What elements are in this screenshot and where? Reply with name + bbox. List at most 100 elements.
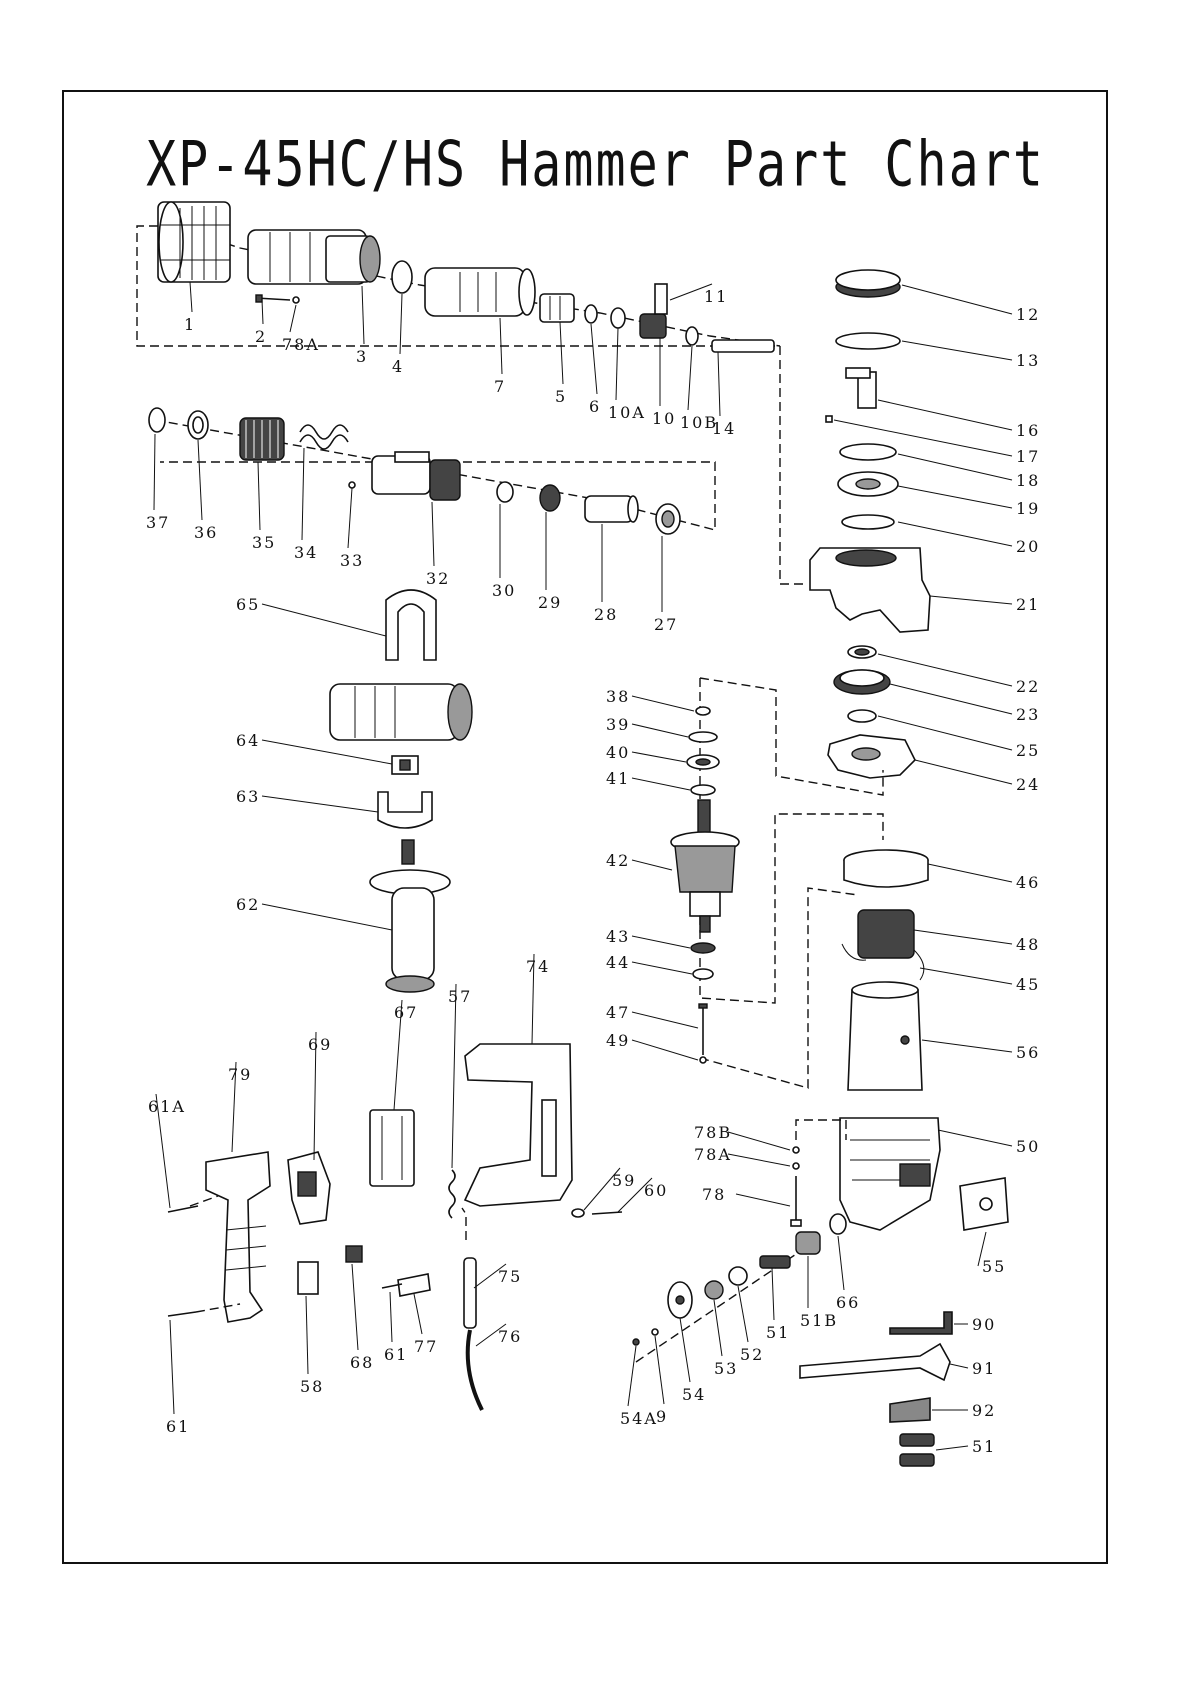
part-19-bearing [838,472,898,496]
part-label: 27 [654,615,678,634]
part-59-washer [572,1209,584,1217]
part-52-ring [729,1267,747,1285]
leader-line [262,796,378,812]
part-label: 40 [606,743,630,762]
part-label: 67 [394,1003,418,1022]
part-label: 60 [644,1181,668,1200]
part-12-cap [836,270,900,297]
part-16-crank [846,368,876,408]
part-23-gear [834,670,890,694]
leader-line [616,328,618,400]
leader-line [560,322,563,384]
part-18-circlip [840,444,896,460]
leader-line [928,864,1012,882]
leader-line [258,462,260,530]
part-92-drift [890,1398,930,1422]
leader-line [262,300,263,324]
part-7-tube [425,268,535,316]
leader-line [738,1286,748,1342]
part-33-ball [349,482,355,488]
part-50-gear-case [840,1118,940,1230]
part-24-plate [828,735,915,778]
part-label: 68 [350,1353,374,1372]
leader-line [632,778,690,790]
part-61-screw-left [168,1312,196,1316]
part-label: 59 [612,1171,636,1190]
part-6-ring [585,305,597,323]
part-44-ring [693,969,713,979]
part-21-gear-housing [810,548,930,632]
leader-line [632,752,686,762]
part-label: 45 [1016,975,1040,994]
part-label: 90 [972,1315,996,1334]
part-label: 65 [236,595,260,614]
part-61a-screw [168,1206,198,1212]
part-label: 74 [526,957,550,976]
part-14-shaft [712,340,774,352]
part-label: 44 [606,953,630,972]
part-label: 23 [1016,705,1040,724]
leader-line [414,1294,422,1334]
part-label: 12 [1016,305,1040,324]
leader-line [632,936,690,948]
part-91-pin-spanner [800,1344,950,1380]
part-29-ring [540,485,560,511]
part-label: 51B [800,1311,838,1330]
part-label: 39 [606,715,630,734]
part-51b-sleeve [796,1232,820,1254]
part-label: 50 [1016,1137,1040,1156]
part-label: 37 [146,513,170,532]
part-label: 78 [702,1185,726,1204]
leader-line [306,1296,308,1374]
part-78b-washer [793,1147,799,1153]
leader-line [898,486,1012,508]
part-label: 38 [606,687,630,706]
part-35-spring [240,418,284,460]
part-label: 61 [166,1417,190,1436]
part-label: 16 [1016,421,1040,440]
leader-line [915,760,1012,784]
part-30-ring [497,482,513,502]
part-36-washer [188,411,208,439]
leader-line [262,604,386,636]
leader-line [632,1040,698,1060]
part-label: 22 [1016,677,1040,696]
leader-line [938,1130,1012,1146]
part-label: 92 [972,1401,996,1420]
leader-line [632,1012,698,1028]
leader-line [198,440,202,520]
leader-line [262,740,392,764]
part-label: 34 [294,543,318,562]
part-39-washer [689,732,717,742]
part-label: 57 [448,987,472,1006]
part-41-ring [691,785,715,795]
leader-line [950,1364,968,1368]
part-75-cord-guard [464,1258,476,1328]
part-label: 61 [384,1345,408,1364]
part-label: 55 [982,1257,1006,1276]
part-label: 91 [972,1359,996,1378]
leader-line [902,341,1012,360]
part-label: 20 [1016,537,1040,556]
part-55-plate [960,1178,1008,1230]
part-label: 51 [972,1437,996,1456]
part-17-pin [826,416,832,422]
part-67-switch-mount [370,1110,414,1186]
leader-line [452,984,456,1168]
part-label: 42 [606,851,630,870]
leader-line [688,346,692,410]
part-58-capacitor [298,1262,318,1294]
part-label: 52 [740,1345,764,1364]
part-5-bushing [540,294,574,322]
leader-line [362,286,364,344]
part-label: 25 [1016,741,1040,760]
part-label: 64 [236,731,260,750]
part-label: 5 [555,387,567,406]
leader-line [898,454,1012,480]
part-label: 54A [620,1409,658,1428]
part-label: 75 [498,1267,522,1286]
part-42-armature [671,800,739,932]
part-label: 30 [492,581,516,600]
part-4-ring [392,261,412,293]
